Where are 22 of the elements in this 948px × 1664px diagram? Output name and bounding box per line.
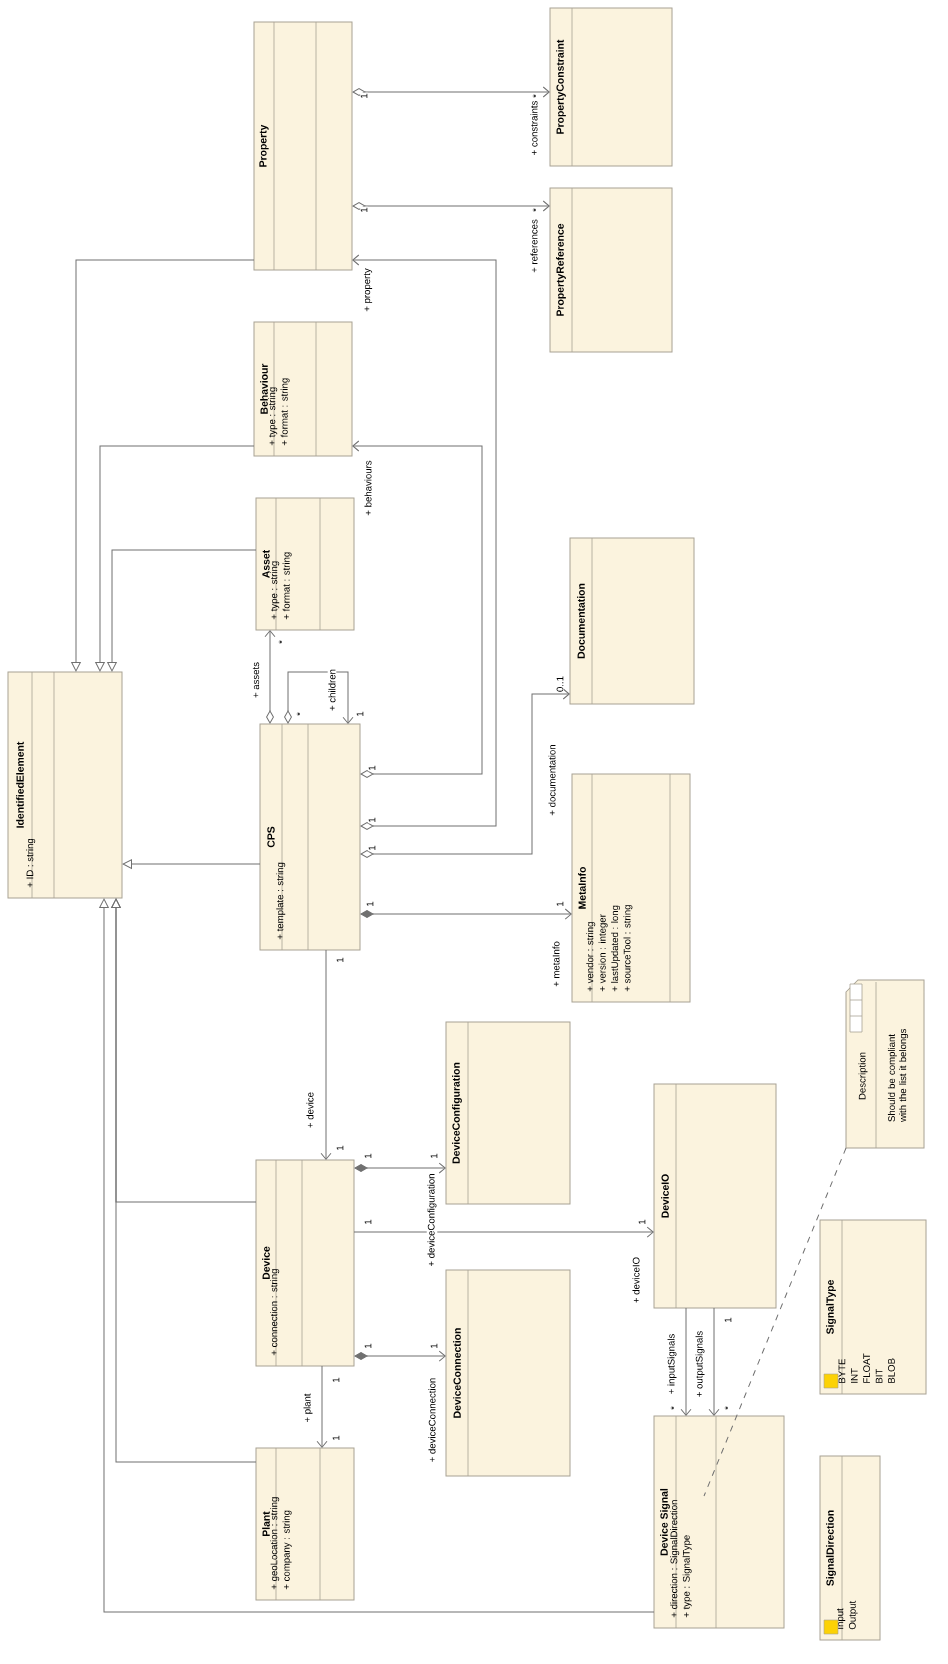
association-arrow [360,688,570,858]
association-arrow [352,86,550,98]
association-arrow [354,1162,446,1174]
association-arrow [352,440,483,778]
generalization-arrow [122,859,261,869]
generalization-arrow [95,445,255,672]
association-arrow [353,1226,654,1238]
generalization-arrow [111,898,257,1463]
association-arrow [352,254,497,830]
association-arrow [316,1365,328,1448]
association-arrow [284,671,354,724]
generalization-arrow [71,259,255,672]
association-arrow [320,949,332,1160]
generalization-arrow [99,898,655,1613]
association-arrow [354,1350,446,1362]
note-link [703,1147,847,1497]
association-arrow [264,630,276,724]
association-arrow [708,1307,720,1416]
association-arrow [360,908,572,920]
generalization-arrow [107,549,257,672]
association-arrow [680,1307,692,1416]
association-arrow [352,200,550,212]
